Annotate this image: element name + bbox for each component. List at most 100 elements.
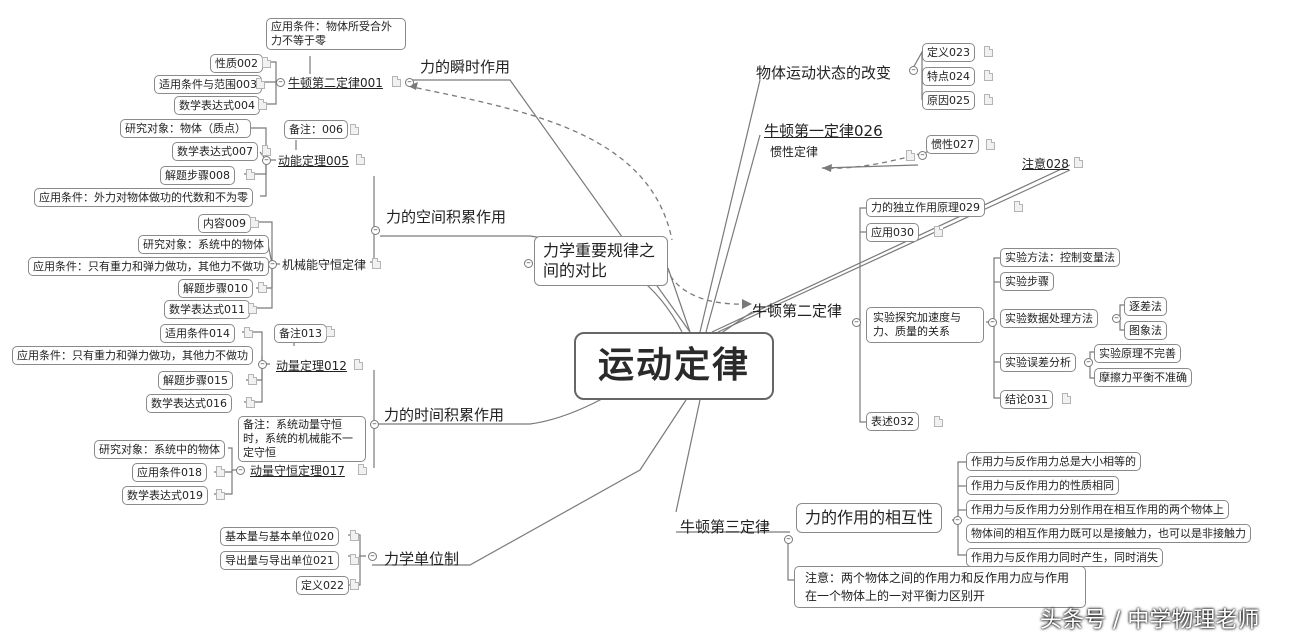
processing-item-graph[interactable]: 图象法 xyxy=(1124,321,1167,340)
branch-units-label[interactable]: 力学单位制 xyxy=(384,550,460,568)
collapse-toggle[interactable]: – xyxy=(262,156,271,165)
note-icon[interactable] xyxy=(250,217,259,228)
mech-item-condition[interactable]: 应用条件：只有重力和弹力做功，其他力不做功 xyxy=(28,257,269,276)
note-icon[interactable] xyxy=(1062,393,1071,404)
collapse-toggle[interactable]: – xyxy=(276,78,285,87)
conservation-item-formula[interactable]: 数学表达式019 xyxy=(122,486,208,505)
interaction-topic[interactable]: 力的作用的相互性 xyxy=(796,503,943,533)
collapse-toggle[interactable]: – xyxy=(1112,314,1121,323)
units-item-basic[interactable]: 基本量与基本单位020 xyxy=(220,527,339,546)
instant-item-nature[interactable]: 性质002 xyxy=(210,54,263,73)
experiment-processing-box[interactable]: 实验数据处理方法 xyxy=(1000,309,1098,328)
note-icon[interactable] xyxy=(262,145,271,156)
branch-motion-label[interactable]: 物体运动状态的改变 xyxy=(756,64,892,82)
third-item-equal[interactable]: 作用力与反作用力总是大小相等的 xyxy=(966,452,1141,471)
note-icon[interactable] xyxy=(262,57,271,68)
kinetic-item-object[interactable]: 研究对象：物体（质点） xyxy=(120,119,251,138)
momentum-item-formula[interactable]: 数学表达式016 xyxy=(146,394,232,413)
note-icon[interactable] xyxy=(350,530,359,541)
momentum-item-condition[interactable]: 应用条件：只有重力和弹力做功，其他力不做功 xyxy=(12,346,253,365)
note-icon[interactable] xyxy=(246,169,255,180)
collapse-toggle[interactable]: – xyxy=(1084,358,1093,367)
collapse-toggle[interactable]: – xyxy=(953,516,962,525)
second-statement-box[interactable]: 表述032 xyxy=(866,412,919,431)
attention-label[interactable]: 注意028 xyxy=(1022,157,1069,171)
collapse-toggle[interactable]: – xyxy=(405,78,414,87)
note-icon[interactable] xyxy=(984,70,993,81)
units-item-definition[interactable]: 定义022 xyxy=(296,576,349,595)
note-icon[interactable] xyxy=(326,326,335,337)
note-icon[interactable] xyxy=(358,464,367,475)
instant-law-label[interactable]: 牛顿第二定律001 xyxy=(288,76,383,90)
inertia-box[interactable]: 惯性027 xyxy=(926,135,979,154)
note-icon[interactable] xyxy=(372,258,381,269)
momentum-item-scope[interactable]: 适用条件014 xyxy=(160,324,235,343)
note-icon[interactable] xyxy=(246,397,255,408)
second-independent-box[interactable]: 力的独立作用原理029 xyxy=(866,198,985,217)
experiment-conclusion-box[interactable]: 结论031 xyxy=(1000,390,1053,409)
kinetic-item-steps[interactable]: 解题步骤008 xyxy=(160,166,235,185)
momentum-theorem-label[interactable]: 动量定理012 xyxy=(276,359,347,373)
third-item-simultaneous[interactable]: 作用力与反作用力同时产生，同时消失 xyxy=(966,548,1163,567)
second-experiment-box[interactable]: 实验探究加速度与力、质量的关系 xyxy=(866,307,984,343)
momentum-note[interactable]: 备注013 xyxy=(274,324,327,343)
experiment-error-box[interactable]: 实验误差分析 xyxy=(1000,353,1076,372)
conservation-item-condition[interactable]: 应用条件018 xyxy=(132,463,207,482)
error-item-friction[interactable]: 摩擦力平衡不准确 xyxy=(1094,368,1192,387)
collapse-toggle[interactable]: – xyxy=(852,318,861,327)
note-icon[interactable] xyxy=(1074,157,1083,168)
note-icon[interactable] xyxy=(934,226,943,237)
mech-item-steps[interactable]: 解题步骤010 xyxy=(178,279,253,298)
kinetic-item-condition[interactable]: 应用条件：外力对物体做功的代数和不为零 xyxy=(34,188,253,207)
instant-item-scope[interactable]: 适用条件与范围003 xyxy=(154,75,262,94)
note-icon[interactable] xyxy=(248,303,257,314)
collapse-toggle[interactable]: – xyxy=(370,420,379,429)
note-icon[interactable] xyxy=(984,46,993,57)
note-icon[interactable] xyxy=(1014,201,1023,212)
note-icon[interactable] xyxy=(392,76,401,87)
motion-item-feature[interactable]: 特点024 xyxy=(922,67,975,86)
collapse-toggle[interactable]: – xyxy=(368,552,377,561)
collapse-toggle[interactable]: – xyxy=(918,151,927,160)
branch-time-label[interactable]: 力的时间积累作用 xyxy=(384,406,505,424)
note-icon[interactable] xyxy=(216,489,225,500)
note-icon[interactable] xyxy=(244,327,253,338)
note-icon[interactable] xyxy=(258,282,267,293)
experiment-method-box[interactable]: 实验方法：控制变量法 xyxy=(1000,248,1120,267)
branch-third-law-label[interactable]: 牛顿第三定律 xyxy=(680,518,771,536)
collapse-toggle[interactable]: – xyxy=(371,226,380,235)
units-item-derived[interactable]: 导出量与导出单位021 xyxy=(220,551,339,570)
branch-second-law-label[interactable]: 牛顿第二定律 xyxy=(752,302,843,320)
mech-item-content[interactable]: 内容009 xyxy=(198,214,251,233)
note-icon[interactable] xyxy=(986,139,995,150)
note-icon[interactable] xyxy=(350,124,359,135)
note-icon[interactable] xyxy=(216,466,225,477)
collapse-toggle[interactable]: – xyxy=(909,66,918,75)
note-icon[interactable] xyxy=(906,150,915,161)
branch-instant-label[interactable]: 力的瞬时作用 xyxy=(420,58,511,76)
branch-first-law-label[interactable]: 牛顿第一定律026 xyxy=(764,120,883,141)
collapse-toggle[interactable]: – xyxy=(236,466,245,475)
note-icon[interactable] xyxy=(350,554,359,565)
central-topic[interactable]: 运动定律 xyxy=(574,332,774,400)
note-icon[interactable] xyxy=(354,359,363,370)
conservation-theorem-label[interactable]: 动量守恒定理017 xyxy=(250,464,345,478)
kinetic-note[interactable]: 备注：006 xyxy=(284,120,348,139)
collapse-toggle[interactable]: – xyxy=(258,360,267,369)
third-law-note[interactable]: 注意：两个物体之间的作用力和反作用力应与作用在一个物体上的一对平衡力区别开 xyxy=(794,566,1086,608)
experiment-steps-box[interactable]: 实验步骤 xyxy=(1000,272,1054,291)
collapse-toggle[interactable]: – xyxy=(268,260,277,269)
processing-item-difference[interactable]: 逐差法 xyxy=(1124,297,1167,316)
conservation-item-object[interactable]: 研究对象：系统中的物体 xyxy=(94,440,225,459)
second-application-box[interactable]: 应用030 xyxy=(866,223,919,242)
kinetic-theorem-label[interactable]: 动能定理005 xyxy=(278,154,349,168)
third-item-same-nature[interactable]: 作用力与反作用力的性质相同 xyxy=(966,476,1119,495)
mech-item-formula[interactable]: 数学表达式011 xyxy=(164,300,250,319)
momentum-item-steps[interactable]: 解题步骤015 xyxy=(158,371,233,390)
third-item-contact[interactable]: 物体间的相互作用力既可以是接触力，也可以是非接触力 xyxy=(966,524,1251,543)
branch-space-label[interactable]: 力的空间积累作用 xyxy=(386,208,507,226)
comparison-topic[interactable]: 力学重要规律之间的对比 xyxy=(534,236,668,286)
motion-item-definition[interactable]: 定义023 xyxy=(922,43,975,62)
collapse-toggle[interactable]: – xyxy=(784,535,793,544)
collapse-toggle[interactable]: – xyxy=(988,318,997,327)
